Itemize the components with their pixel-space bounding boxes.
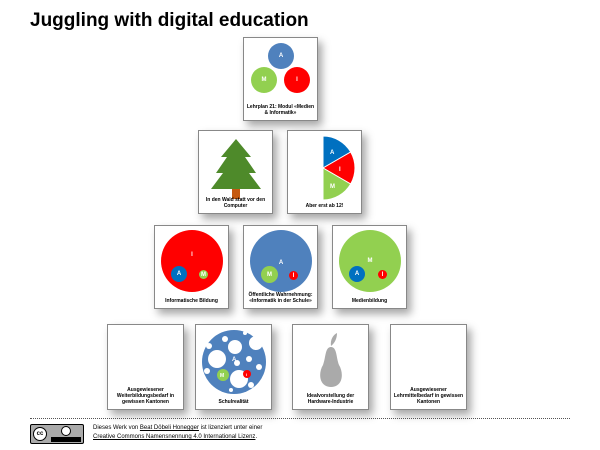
circle-m: M	[199, 270, 208, 279]
card-lehrplan: A M I Lehrplan 21: Modul «Medien & Infor…	[243, 37, 318, 121]
card-caption: Medienbildung	[351, 298, 388, 304]
circle-i: I	[284, 67, 310, 93]
license-end: .	[255, 434, 258, 440]
svg-text:I: I	[246, 372, 247, 377]
half-pie-icon: A I M	[322, 136, 355, 200]
circle-a: A	[171, 266, 187, 282]
svg-text:M: M	[220, 373, 224, 379]
card-informatische-bildung: I A M Informatische Bildung	[154, 225, 229, 309]
card-caption: Aber erst ab 12!	[305, 203, 344, 209]
circle-m: M	[261, 266, 278, 283]
cc-by-icon[interactable]: cc	[30, 424, 84, 444]
card-caption: In den Wald statt vor den Computer	[205, 197, 266, 209]
tree-icon	[211, 139, 261, 199]
card-weiterbildungsbedarf: Ausgewiesener Weiterbildungsbedarf in ge…	[107, 324, 184, 410]
svg-text:A: A	[330, 150, 335, 156]
card-schulrealitaet: A M I Schulrealität	[195, 324, 272, 410]
card-caption: Informatische Bildung	[165, 298, 218, 304]
license-text: Dieses Werk von Beat Döbeli Honegger ist…	[93, 424, 262, 442]
card-caption: Idealvorstellung der Hardware-Industrie	[306, 393, 355, 405]
card-lehrmittelbedarf: Ausgewiesener Lehrmittelbedarf in gewiss…	[390, 324, 467, 410]
cheese-icon: A M I	[202, 330, 266, 394]
circle-i: I	[378, 270, 387, 279]
circle-a: A	[349, 266, 365, 282]
card-hardware-industrie: Idealvorstellung der Hardware-Industrie	[292, 324, 369, 410]
page-title: Juggling with digital education	[30, 10, 309, 31]
card-medienbildung: M A I Medienbildung	[332, 225, 407, 309]
card-caption: Schulrealität	[218, 399, 249, 405]
svg-text:I: I	[339, 167, 341, 173]
card-caption: Lehrplan 21: Modul «Medien & Informatik»	[246, 104, 315, 116]
card-caption: Ausgewiesener Lehrmittelbedarf in gewiss…	[393, 387, 464, 405]
license-prefix: Dieses Werk von	[93, 425, 140, 431]
author-link[interactable]: Beat Döbeli Honegger	[139, 425, 199, 431]
card-caption: Öffentliche Wahrnehmung: «Informatik in …	[248, 292, 313, 304]
svg-text:A: A	[232, 357, 237, 363]
circle-m: M	[339, 230, 401, 292]
card-oeffentliche-wahrnehmung: A M I Öffentliche Wahrnehmung: «Informat…	[243, 225, 318, 309]
circle-i: I	[289, 271, 298, 280]
pear-icon	[320, 333, 342, 387]
license-link[interactable]: Creative Commons Namensnennung 4.0 Inter…	[93, 434, 256, 440]
card-wald: In den Wald statt vor den Computer	[198, 130, 273, 214]
footer-divider	[30, 418, 570, 419]
circle-a: A	[268, 43, 294, 69]
card-ab-12: A I M Aber erst ab 12!	[287, 130, 362, 214]
circle-i: I	[161, 230, 223, 292]
license-mid: ist lizenziert unter einer	[198, 425, 263, 431]
circle-m: M	[251, 67, 277, 93]
svg-text:M: M	[330, 184, 335, 190]
card-caption: Ausgewiesener Weiterbildungsbedarf in ge…	[116, 387, 175, 405]
circle-a: A	[250, 230, 312, 292]
